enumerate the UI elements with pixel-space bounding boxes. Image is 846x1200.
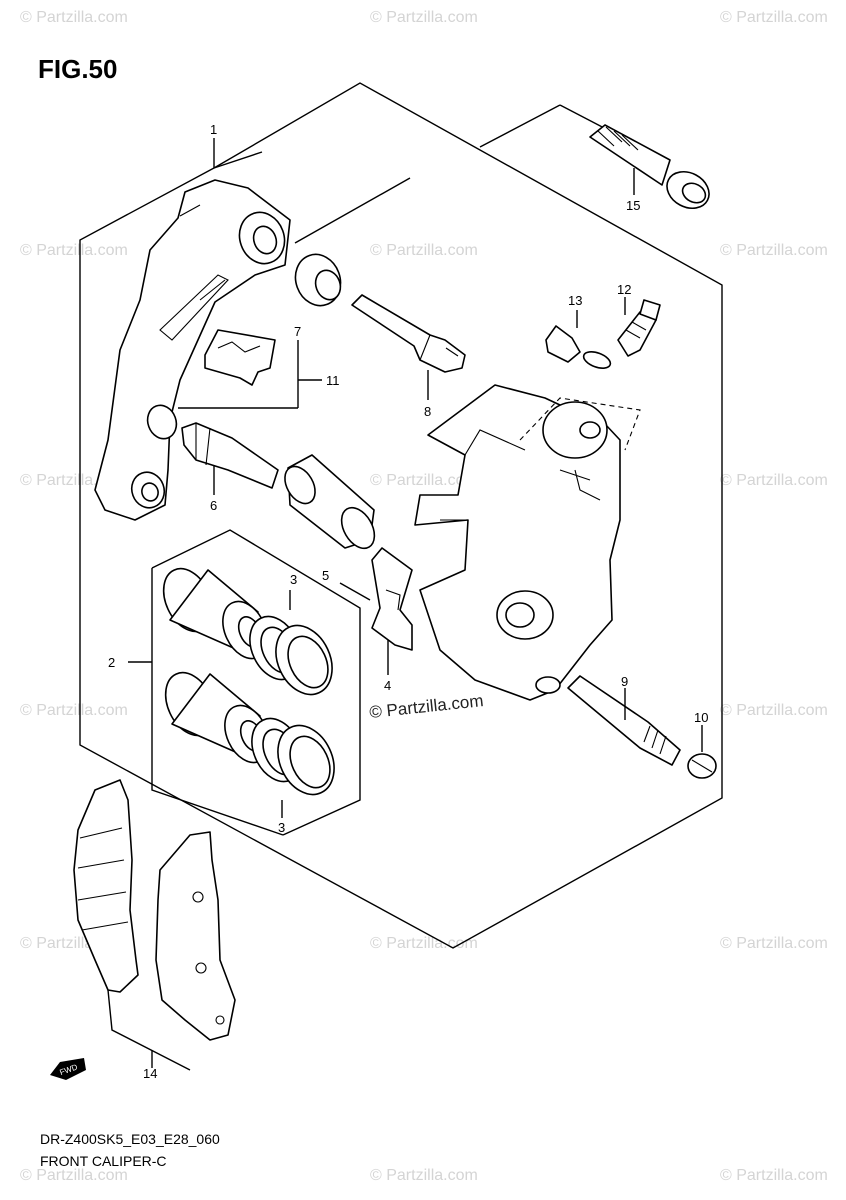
watermark-center-text: © Partzilla.com: [368, 691, 484, 722]
caliper-body: [414, 384, 641, 701]
callout-1: 1: [210, 122, 217, 137]
part-7-pad-spring: [204, 329, 276, 386]
part-boot-upper: [294, 253, 342, 307]
watermark-text: © Partzilla.com: [720, 242, 828, 259]
part-boot-lower: [284, 454, 376, 550]
callout-4: 4: [384, 678, 391, 693]
part-4-pad-spring: [371, 547, 413, 651]
watermark-text: © Partzilla.com: [20, 9, 128, 26]
part-14-brake-pads: [73, 779, 236, 1071]
callout-10: 10: [694, 710, 708, 725]
callout-2: 2: [108, 655, 115, 670]
watermark-text: © Partzilla.com: [20, 242, 128, 259]
watermark-text: © Partzilla.com: [370, 9, 478, 26]
watermark-text: © Partzilla.com: [720, 702, 828, 719]
watermark-text: © Partzilla.com: [720, 472, 828, 489]
watermark-text: © Partzilla.com: [720, 9, 828, 26]
assembly-outline: [79, 82, 723, 949]
watermark-text: © Partzilla.com: [20, 702, 128, 719]
model-code: DR-Z400SK5_E03_E28_060: [40, 1131, 220, 1147]
watermark-text: © Partzilla.com: [720, 935, 828, 952]
part-12-bleeder-valve: [617, 299, 661, 357]
callout-13: 13: [568, 293, 582, 308]
callout-3: 3: [278, 820, 285, 835]
watermark-text: © Partzilla.com: [370, 242, 478, 259]
part-6-slide-pin: [181, 422, 279, 489]
callout-6: 6: [210, 498, 217, 513]
part-10-pin-plug: [687, 753, 717, 779]
callout-11: 11: [326, 373, 340, 388]
watermark-text: © Partzilla.com: [370, 935, 478, 952]
callout-5: 5: [322, 568, 329, 583]
callout-12: 12: [617, 282, 631, 297]
forward-arrow-icon: FWD: [50, 1058, 86, 1080]
callout-14: 14: [143, 1066, 157, 1081]
part-8-slide-pin: [351, 294, 466, 373]
callout-9: 9: [621, 674, 628, 689]
watermark-text: © Partzilla.com: [370, 1167, 478, 1184]
callout-8: 8: [424, 404, 431, 419]
callout-labels: 1 2 3 3 4 5 6 7 8 9 10 11 12 13 14 15: [108, 122, 708, 1081]
watermark-text: © Partzilla.com: [720, 1167, 828, 1184]
figure-title: FIG.50: [38, 54, 117, 84]
callout-3: 3: [290, 572, 297, 587]
part-13-bleeder-cap: [545, 325, 612, 369]
part-1-caliper-bracket: [94, 179, 291, 521]
part-3-piston-seals: [249, 615, 335, 796]
watermark-text: © Partzilla.com: [20, 1167, 128, 1184]
watermark-text: © Partzilla.com: [370, 472, 478, 489]
callout-15: 15: [626, 198, 640, 213]
callout-7: 7: [294, 324, 301, 339]
watermark-layer: © Partzilla.com © Partzilla.com © Partzi…: [20, 9, 828, 1184]
section-name: FRONT CALIPER-C: [40, 1153, 167, 1169]
part-9-pad-pin: [567, 675, 681, 766]
part-15-bolt: [589, 124, 710, 210]
leader-lines: [128, 138, 703, 1068]
